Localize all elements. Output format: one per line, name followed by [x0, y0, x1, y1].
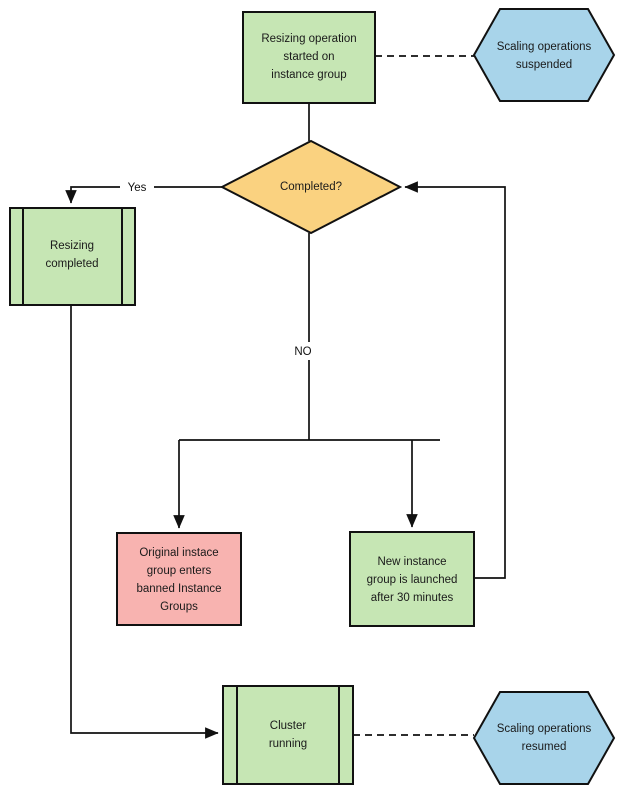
scaling-resumed-hexagon[interactable] [472, 691, 616, 785]
resizing-started-box[interactable] [242, 11, 376, 104]
edge-label-layer: Yes NO [120, 178, 314, 360]
completed-decision-diamond[interactable] [219, 139, 403, 235]
yes-label-backdrop [120, 178, 154, 196]
scaling-resumed-label-line-2: resumed [522, 741, 567, 753]
resizing-completed-label-line-1: Resizing [50, 240, 94, 252]
node-original-banned[interactable]: Original instace group enters banned Ins… [116, 532, 242, 626]
edge-label-yes: Yes [128, 182, 147, 194]
resizing-completed-box[interactable] [9, 207, 136, 306]
new-instance-group-label-line-3: after 30 minutes [371, 592, 454, 604]
original-banned-label-line-3: banned Instance [136, 583, 221, 595]
resizing-started-label-line-2: started on [283, 51, 334, 63]
original-banned-box[interactable] [116, 532, 242, 626]
new-instance-group-label-line-1: New instance [377, 556, 446, 568]
node-new-instance-group[interactable]: New instance group is launched after 30 … [349, 531, 475, 627]
connector-layer [65, 55, 506, 739]
node-scaling-suspended[interactable]: Scaling operations suspended [472, 8, 616, 102]
edge-decision-yes-to-resizing-completed [65, 186, 222, 204]
cluster-running-label-line-1: Cluster [270, 720, 307, 732]
edge-resizing-completed-to-cluster-running [70, 305, 219, 739]
edge-new-instance-group-to-decision [404, 181, 506, 579]
node-scaling-resumed[interactable]: Scaling operations resumed [472, 691, 616, 785]
original-banned-label-line-1: Original instace [139, 547, 218, 559]
scaling-suspended-label-line-2: suspended [516, 59, 572, 71]
node-resizing-started[interactable]: Resizing operation started on instance g… [242, 11, 376, 104]
completed-decision-label: Completed? [280, 181, 342, 193]
new-instance-group-label-line-2: group is launched [367, 574, 458, 586]
node-completed-decision[interactable]: Completed? [219, 139, 403, 235]
resizing-started-label-line-3: instance group [271, 69, 346, 81]
scaling-suspended-label-line-1: Scaling operations [497, 41, 592, 53]
cluster-running-label-line-2: running [269, 738, 307, 750]
node-resizing-completed[interactable]: Resizing completed [9, 207, 136, 306]
resizing-completed-label-line-2: completed [45, 258, 98, 270]
original-banned-label-line-2: group enters [147, 565, 212, 577]
original-banned-label-line-4: Groups [160, 601, 198, 613]
node-cluster-running[interactable]: Cluster running [222, 685, 354, 785]
scaling-suspended-hexagon[interactable] [472, 8, 616, 102]
scaling-resumed-label-line-1: Scaling operations [497, 723, 592, 735]
no-label-backdrop [288, 342, 314, 360]
cluster-running-box[interactable] [222, 685, 354, 785]
new-instance-group-box[interactable] [349, 531, 475, 627]
edge-label-no: NO [294, 346, 311, 358]
resizing-started-label-line-1: Resizing operation [261, 33, 356, 45]
